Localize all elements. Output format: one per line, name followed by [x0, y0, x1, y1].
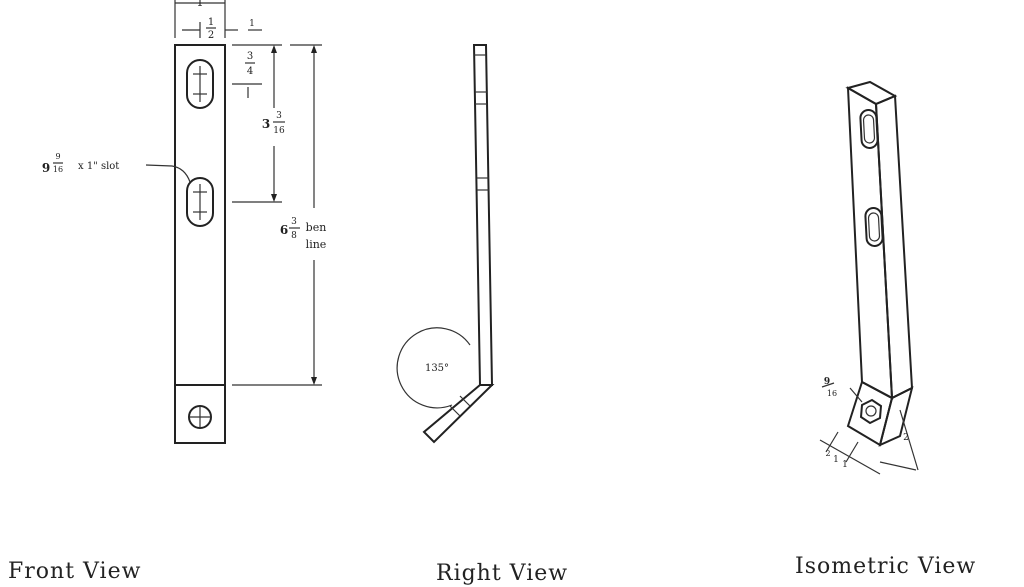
slot-label-text: x 1" slot — [78, 161, 119, 172]
dim-bend-text-1: ben — [306, 221, 327, 234]
dim-quarter-den: 4 — [247, 66, 253, 77]
lower-slot — [186, 177, 214, 227]
dim-bend-whole: 6 — [280, 223, 288, 237]
dim-bend-text-2: line — [306, 238, 327, 251]
right-tab-mark-1 — [459, 395, 471, 407]
dim-width-label: 1 — [197, 0, 204, 9]
right-view-caption: Right View — [436, 561, 569, 586]
right-angle-label: 135° — [425, 363, 449, 374]
slot-label-den: 16 — [53, 165, 63, 174]
dim-bend-num: 3 — [291, 217, 297, 227]
slot-label-whole: 9 — [42, 161, 50, 175]
right-view: 135° — [396, 44, 495, 444]
isometric-view-caption: Isometric View — [795, 554, 977, 579]
dim-half-den: 2 — [208, 30, 214, 41]
dim-half-num: 1 — [208, 17, 214, 28]
front-view: 1 1 2 1 3 4 3 3 16 6 3 — [42, 0, 327, 444]
iso-dim-d-label: 2 — [903, 433, 909, 443]
dim-spacing-num: 3 — [276, 111, 282, 121]
dim-bend-arrow-bottom — [311, 377, 317, 385]
iso-dim-b-ext-2 — [845, 441, 859, 463]
front-bar-outline — [174, 44, 226, 444]
right-bar-body — [472, 44, 494, 386]
iso-tab-side — [878, 386, 914, 447]
iso-upper-slot-inner — [862, 114, 876, 144]
isometric-view: 9 16 1 1 2 2 — [819, 80, 919, 475]
iso-dim-a-leader — [849, 387, 863, 403]
slot-leader-line — [145, 164, 191, 183]
iso-dim-c-num: 1 — [833, 455, 839, 465]
iso-dim-b-ext-1 — [825, 431, 839, 453]
slot-label-num: 9 — [55, 152, 60, 161]
iso-tab-hole — [865, 405, 877, 417]
dim-spacing-arrow-top — [271, 45, 277, 53]
dim-bend-den: 8 — [291, 231, 297, 241]
iso-lower-slot — [864, 207, 884, 247]
iso-dim-a-num: 9 — [824, 377, 830, 387]
iso-tab-nut — [859, 398, 883, 425]
dim-top-small-label: 1 — [249, 19, 255, 29]
iso-tab-face — [846, 380, 894, 447]
iso-dim-b-label: 1 — [842, 460, 848, 470]
front-view-caption: Front View — [8, 559, 142, 584]
iso-dim-a-den: 16 — [827, 389, 837, 398]
right-angle-arc — [396, 327, 471, 409]
upper-slot — [186, 59, 214, 109]
iso-upper-slot — [859, 109, 879, 149]
dim-spacing-whole: 3 — [262, 117, 270, 131]
dim-spacing-arrow-bottom — [271, 194, 277, 202]
iso-dim-d-ext — [879, 461, 917, 471]
dim-spacing-den: 16 — [273, 126, 285, 136]
iso-bar-top-face — [845, 80, 898, 106]
dim-bend-arrow-top — [311, 45, 317, 53]
dim-quarter-num: 3 — [247, 51, 253, 62]
iso-dim-a-fraction-bar — [821, 382, 835, 388]
right-tab-mark-2 — [449, 405, 461, 417]
iso-bar-side-face — [874, 94, 914, 400]
iso-dim-c-den: 2 — [825, 449, 830, 458]
iso-lower-slot-inner — [867, 212, 881, 242]
iso-dim-d-line — [899, 409, 919, 471]
iso-bar-front-face — [846, 86, 894, 400]
right-bent-tab — [422, 384, 495, 444]
